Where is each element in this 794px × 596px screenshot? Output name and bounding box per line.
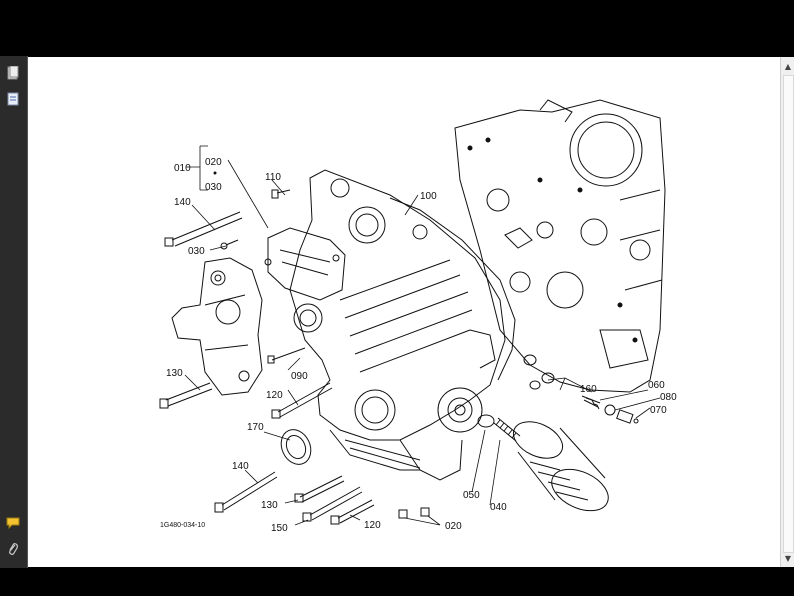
label-050: 050 <box>463 490 480 501</box>
threaded-nipple <box>493 417 521 442</box>
viewer-sidebar <box>0 56 28 568</box>
label-040: 040 <box>490 502 507 513</box>
label-010: 010 <box>174 163 191 174</box>
oil-filter <box>512 421 609 512</box>
label-140-top: 140 <box>174 197 191 208</box>
label-160: 160 <box>580 384 597 395</box>
label-090: 090 <box>291 371 308 382</box>
label-080: 080 <box>660 392 677 403</box>
vertical-scrollbar[interactable]: ▲ ▼ <box>780 57 794 567</box>
viewer-bottom-bar <box>0 568 794 596</box>
label-140-bottom: 140 <box>232 461 249 472</box>
label-020-top: 020 <box>205 157 222 168</box>
parts-diagram: 010 020 030 110 140 030 100 130 090 120 … <box>159 99 677 534</box>
scroll-down-arrow[interactable]: ▼ <box>784 553 792 563</box>
label-110: 110 <box>265 172 281 183</box>
viewer-top-bar <box>0 0 794 56</box>
water-pump <box>171 257 263 396</box>
pages-icon[interactable] <box>4 64 22 82</box>
label-070: 070 <box>650 405 667 416</box>
comment-icon[interactable] <box>4 514 22 532</box>
label-130-left: 130 <box>166 368 183 379</box>
engine-block <box>454 99 666 393</box>
document-page: 010 020 030 110 140 030 100 130 090 120 … <box>28 57 780 567</box>
label-120-mid: 120 <box>266 390 283 401</box>
water-flange <box>264 227 346 333</box>
label-020-bottom: 020 <box>445 521 462 532</box>
o-rings <box>280 354 555 465</box>
relief-valve-parts <box>581 395 639 424</box>
label-130-bottom: 130 <box>261 500 278 511</box>
figure-code: 1G480-034-10 <box>160 522 205 529</box>
scroll-thumb[interactable] <box>783 75 794 553</box>
label-150: 150 <box>271 523 288 534</box>
attachment-icon[interactable] <box>4 540 22 558</box>
gear-case <box>289 169 516 481</box>
label-120-bottom: 120 <box>364 520 381 531</box>
bolts <box>159 189 430 525</box>
label-030-left: 030 <box>188 246 205 257</box>
label-030-top: 030 <box>205 182 222 193</box>
label-170: 170 <box>247 422 264 433</box>
label-060: 060 <box>648 380 665 391</box>
leader-lines <box>184 145 661 526</box>
label-100: 100 <box>420 191 437 202</box>
document-icon[interactable] <box>4 90 22 108</box>
scroll-up-arrow[interactable]: ▲ <box>784 61 792 71</box>
